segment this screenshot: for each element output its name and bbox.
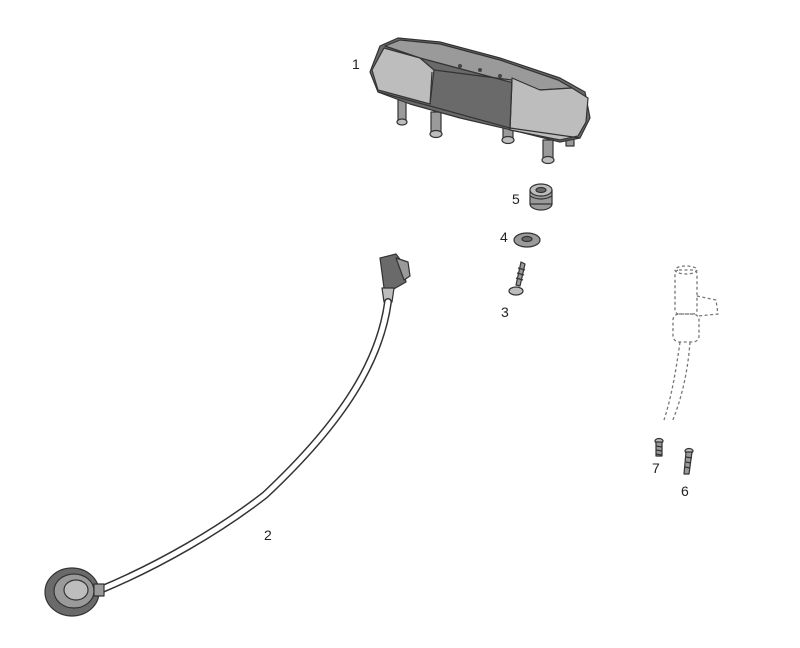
callout-part-7: 7 <box>652 460 660 476</box>
callout-part-2: 2 <box>264 527 272 543</box>
self-tapping-screw-icon <box>508 261 526 296</box>
washer-icon <box>513 232 541 248</box>
callout-part-6: 6 <box>681 483 689 499</box>
screw-icon <box>683 447 694 475</box>
rubber-grommet-icon <box>529 183 553 211</box>
screw-icon <box>654 437 664 457</box>
callout-part-3: 3 <box>501 304 509 320</box>
callout-part-1: 1 <box>352 56 360 72</box>
speed-sensor-cable-icon <box>44 253 411 617</box>
callout-part-5: 5 <box>512 191 520 207</box>
sensor-outline-icon <box>663 265 719 423</box>
callout-part-4: 4 <box>500 229 508 245</box>
instrument-cluster-icon <box>369 37 591 165</box>
